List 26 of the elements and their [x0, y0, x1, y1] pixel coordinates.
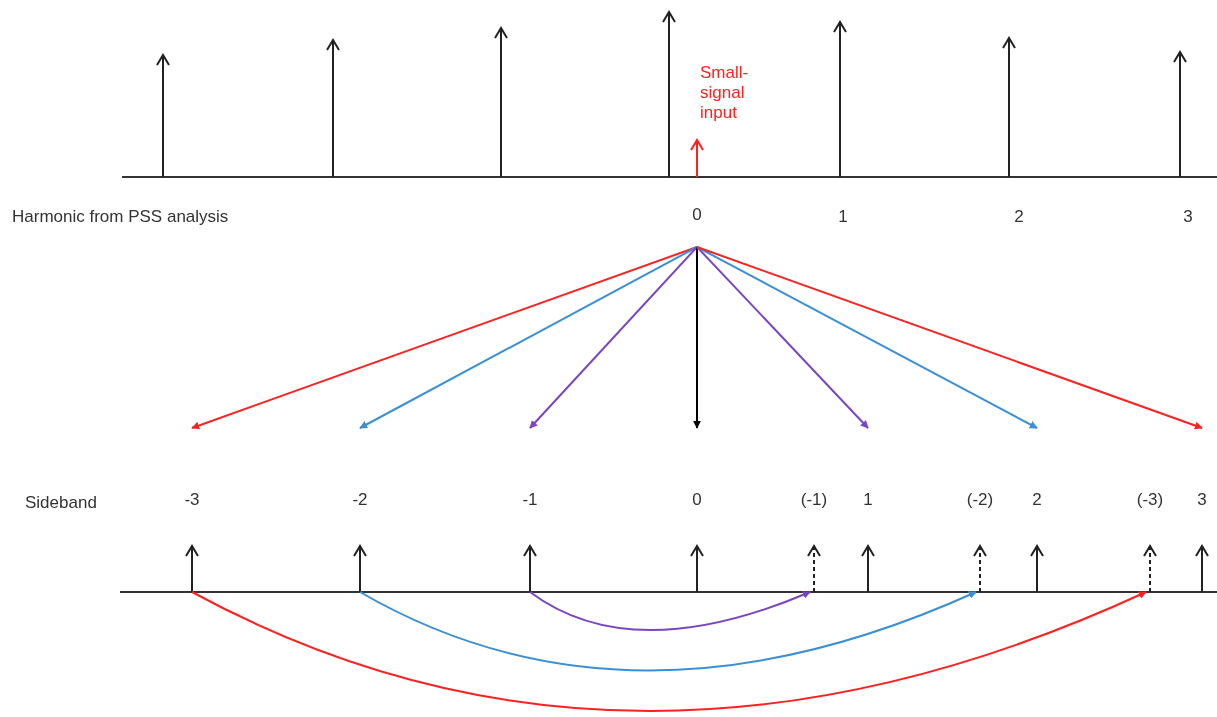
arrow — [529, 590, 811, 632]
sideband-number: (-3) — [1135, 490, 1165, 510]
axis-label: Sideband — [25, 493, 97, 513]
sideband-number: 1 — [862, 490, 874, 510]
sideband-number: 2 — [1031, 490, 1043, 510]
arrow — [191, 591, 1147, 712]
sideband-number: -3 — [183, 490, 201, 510]
arrow — [529, 246, 698, 429]
arrow — [696, 246, 1203, 430]
arrow — [191, 246, 698, 430]
sideband-number: (-2) — [965, 490, 995, 510]
arrow — [359, 246, 698, 429]
arrow — [693, 246, 701, 429]
axis-label: Harmonic from PSS analysis — [12, 207, 229, 227]
arrow — [359, 591, 977, 672]
sideband-number: 3 — [1196, 490, 1208, 510]
harmonic-number: 1 — [838, 207, 848, 227]
sideband-number: -2 — [351, 490, 369, 510]
harmonic-number: 2 — [1014, 207, 1024, 227]
harmonic-number: 3 — [1183, 207, 1193, 227]
sideband-number: 0 — [691, 490, 703, 510]
sideband-number: (-1) — [799, 490, 829, 510]
sideband-number: -1 — [521, 490, 539, 510]
signal-label: Small-signal input — [700, 63, 750, 123]
arrow — [696, 246, 869, 429]
harmonic-number: 0 — [677, 205, 717, 247]
